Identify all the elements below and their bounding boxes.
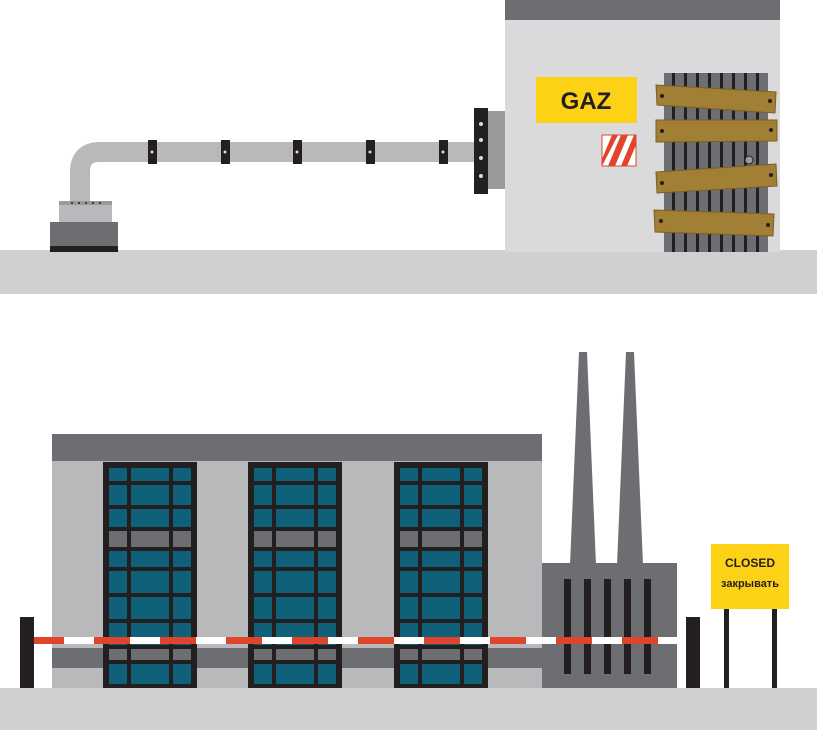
barrier-post-left (20, 617, 34, 690)
wood-plank (655, 163, 778, 194)
factory-roof (52, 434, 542, 461)
factory-window (394, 462, 488, 690)
barrier (20, 617, 700, 690)
factory-window (248, 462, 342, 690)
wood-plank (655, 84, 777, 114)
closed-sign-line2: закрывать (721, 578, 779, 590)
gas-sign: GAZ (536, 77, 637, 123)
barrier-tape-stripes (34, 637, 658, 644)
chimney (617, 352, 643, 565)
gas-pipe (70, 140, 474, 205)
wood-plank (653, 209, 775, 237)
top-scene: GAZ (0, 0, 817, 294)
gas-sign-label: GAZ (561, 88, 612, 115)
valve-base (50, 201, 118, 252)
wood-planks (653, 84, 778, 237)
gas-sign-board (536, 77, 637, 123)
hazard-stripes-icon (601, 134, 637, 167)
plank-nails (659, 94, 773, 227)
gas-building-roof (505, 0, 780, 20)
closed-sign-line1: CLOSED (725, 556, 775, 570)
bottom-scene: CLOSED закрывать (0, 352, 817, 730)
closed-sign-board (711, 544, 789, 609)
pipe-wall-flange (474, 108, 505, 194)
chimneys (570, 352, 643, 565)
door-knob-icon (744, 155, 754, 165)
boarded-door (653, 73, 778, 252)
closed-sign-post (772, 608, 777, 690)
closed-sign-post (724, 608, 729, 690)
boiler-house (541, 563, 677, 691)
pipe-body (70, 142, 474, 205)
factory-window (103, 462, 197, 690)
chimney (570, 352, 596, 565)
closed-sign: CLOSED закрывать (711, 544, 789, 690)
barrier-post-right (686, 617, 700, 690)
factory-building (52, 434, 542, 691)
bottom-ground (0, 688, 817, 730)
top-ground (0, 250, 817, 294)
wood-plank (655, 119, 778, 143)
